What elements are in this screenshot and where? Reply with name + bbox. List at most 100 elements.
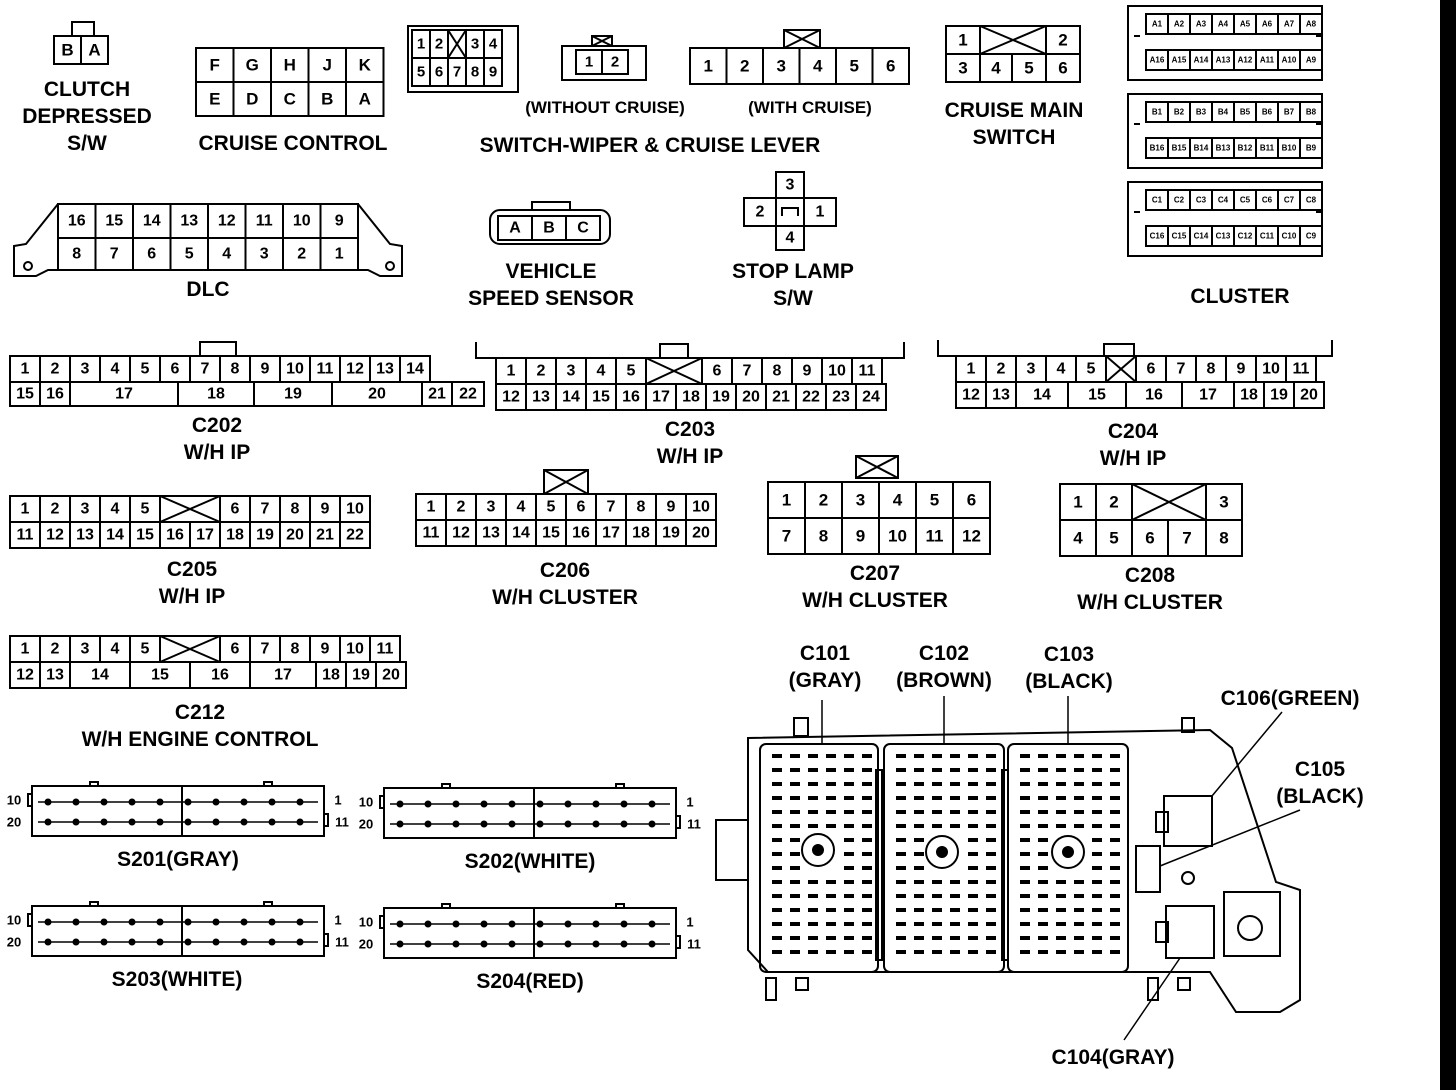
- terminal: [968, 754, 978, 758]
- pin-label: 3: [81, 501, 90, 518]
- pin-label: 21: [772, 389, 790, 406]
- terminal: [862, 754, 872, 758]
- pin-label: 21: [316, 527, 334, 544]
- pin-dot: [508, 920, 516, 928]
- terminal: [896, 936, 906, 940]
- pin-cell: [483, 57, 503, 87]
- pin-label: 3: [471, 36, 479, 53]
- pin-label: 11: [423, 525, 440, 542]
- terminal: [1110, 782, 1120, 786]
- terminal: [790, 810, 800, 814]
- terminal: [1020, 838, 1030, 842]
- terminal: [986, 936, 996, 940]
- pin-label: B: [61, 41, 73, 60]
- pin: [765, 977, 777, 1001]
- terminal: [1074, 950, 1084, 954]
- pin-label: B12: [1238, 144, 1253, 153]
- end-tab: [379, 915, 385, 929]
- terminal: [896, 782, 906, 786]
- pin-dot: [156, 798, 164, 806]
- terminal: [968, 768, 978, 772]
- terminal: [1074, 768, 1084, 772]
- pin-label: B16: [1150, 144, 1165, 153]
- terminal: [1038, 894, 1048, 898]
- pin-label: 3: [1027, 361, 1036, 378]
- pin-label: 22: [802, 389, 820, 406]
- blank-cell-cross: [159, 495, 221, 523]
- terminal: [772, 950, 782, 954]
- pin-label: 7: [1177, 361, 1186, 378]
- pin-label: H: [284, 56, 296, 75]
- pin-label: 9: [1237, 361, 1246, 378]
- terminal: [914, 754, 924, 758]
- pin-label: 16: [572, 525, 590, 542]
- pin-label: 19: [352, 667, 370, 684]
- pin-label: 1: [21, 641, 30, 658]
- pin-label: 6: [967, 491, 976, 510]
- pin-label: 8: [291, 501, 300, 518]
- pin-label: 13: [992, 387, 1010, 404]
- pin-dot: [564, 820, 572, 828]
- terminal: [862, 824, 872, 828]
- terminal: [1074, 824, 1084, 828]
- pin-label: 6: [435, 64, 443, 81]
- terminal: [1074, 796, 1084, 800]
- terminal: [790, 950, 800, 954]
- pin-label: 14: [406, 361, 424, 378]
- terminal: [826, 768, 836, 772]
- end-tab: [27, 913, 33, 927]
- end-tab: [675, 815, 681, 829]
- terminal: [844, 908, 854, 912]
- terminal: [1110, 796, 1120, 800]
- housing: [489, 209, 611, 245]
- pin-label: B1: [1152, 108, 1163, 117]
- bolt-ring: [801, 833, 835, 867]
- shroud: [475, 342, 905, 359]
- pin-label: 9: [803, 363, 812, 380]
- terminal: [1038, 824, 1048, 828]
- pin-label: A11: [1260, 56, 1275, 65]
- terminal: [790, 768, 800, 772]
- terminal: [932, 810, 942, 814]
- pin-number: 11: [687, 937, 701, 952]
- pin-label: 6: [1145, 529, 1154, 548]
- pin-label: 11: [256, 213, 273, 230]
- pin-label: 10: [1262, 361, 1280, 378]
- pin-label: 1: [585, 54, 593, 71]
- terminal: [772, 768, 782, 772]
- terminal: [844, 950, 854, 954]
- pin-label: 9: [335, 213, 344, 230]
- end-tab: [27, 793, 33, 807]
- pin-label: C: [284, 90, 296, 109]
- terminal: [968, 838, 978, 842]
- label-dlc: DLC: [186, 278, 230, 301]
- pin-label: C4: [1218, 196, 1229, 205]
- pin-label: B14: [1194, 144, 1209, 153]
- pin-label: 15: [1088, 387, 1106, 404]
- pin-dot: [564, 940, 572, 948]
- terminal: [896, 922, 906, 926]
- pin-number: 10: [359, 795, 373, 810]
- pin-label: 19: [256, 527, 274, 544]
- terminal: [1020, 922, 1030, 926]
- terminal: [1056, 768, 1066, 772]
- pin-label: 19: [712, 389, 730, 406]
- terminal: [932, 768, 942, 772]
- pin-label: B7: [1284, 108, 1295, 117]
- terminal: [826, 782, 836, 786]
- pin-dot: [564, 800, 572, 808]
- pin-dot: [44, 798, 52, 806]
- pin-dot: [100, 798, 108, 806]
- terminal: [986, 782, 996, 786]
- pin-dot: [44, 938, 52, 946]
- pin-label: 2: [537, 363, 546, 380]
- pin-label: 4: [111, 361, 120, 378]
- pin-dot: [156, 818, 164, 826]
- pin-label: 19: [284, 386, 302, 403]
- pin-label: 3: [567, 363, 576, 380]
